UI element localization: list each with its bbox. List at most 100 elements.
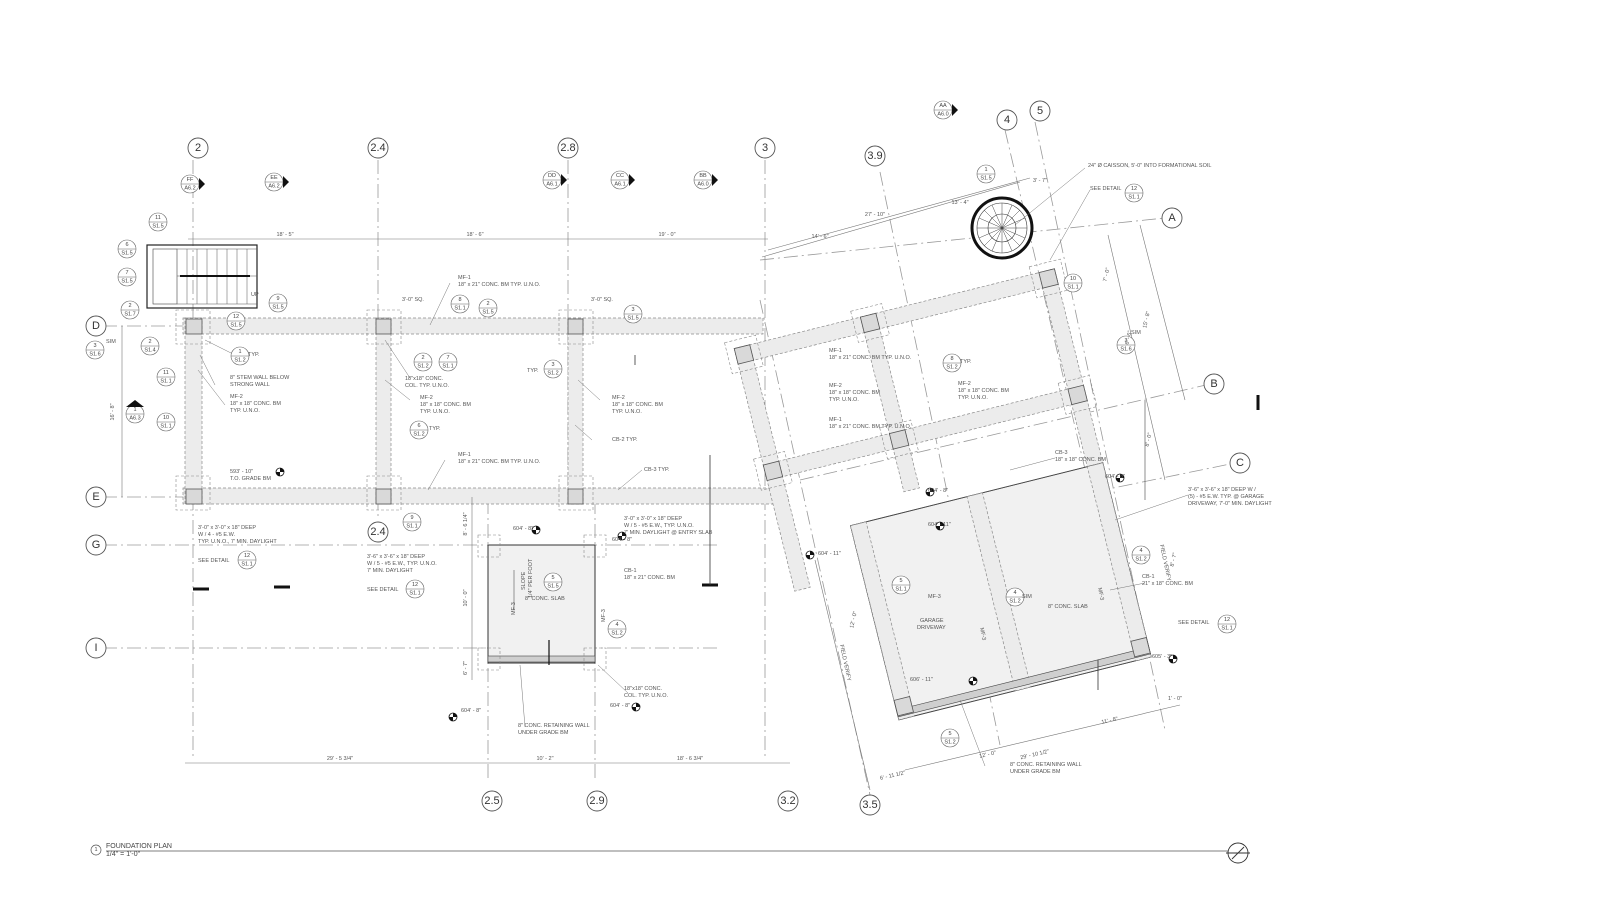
detail-tag[interactable]: 2S1.7 — [120, 300, 140, 320]
elevation-target-icon — [1115, 473, 1125, 483]
svg-text:I: I — [94, 642, 97, 654]
detail-tag[interactable]: 6S1.5 — [117, 239, 137, 259]
note-mf2-d: MF-2 — [829, 383, 842, 389]
detail-tag[interactable]: 7S1.5 — [117, 267, 137, 287]
svg-text:2: 2 — [195, 142, 201, 154]
detail-tag[interactable]: 6S1.2 — [409, 420, 429, 440]
note-col-2b: COL. TYP. U.N.O. — [624, 693, 669, 699]
detail-tag-number: 9 — [276, 296, 279, 302]
dim-right-3: 13' - 4" — [951, 200, 968, 206]
detail-tag[interactable]: 4S1.2 — [1005, 587, 1025, 607]
detail-tag[interactable]: 4S1.2 — [1131, 545, 1151, 565]
north-arrow-icon — [1226, 842, 1250, 864]
elev-label-2: 604' - 8" — [513, 526, 533, 532]
dim-rbottom-2: 29' - 10 1/2" — [1020, 749, 1050, 761]
title-scale: 1/4" = 1'-0" — [106, 851, 141, 858]
detail-tag[interactable]: 9S1.5 — [268, 293, 288, 313]
svg-text:A6.0: A6.0 — [697, 182, 708, 188]
detail-tag[interactable]: 3S1.6 — [1116, 335, 1136, 355]
note-slab-2: 8" CONC. SLAB — [1048, 604, 1088, 610]
note-see-detail-2: SEE DETAIL — [367, 587, 398, 593]
detail-tag[interactable]: 8S1.2 — [942, 353, 962, 373]
note-retaining-wall-2: 8" CONC. RETAINING WALL — [1010, 762, 1082, 768]
dim-rbottom-4: 6' - 11 1/2" — [880, 770, 907, 782]
grid-bubble-2: 2 — [187, 137, 209, 159]
detail-tag[interactable]: 3S1.6 — [85, 340, 105, 360]
detail-tag-sheet: S1.6 — [89, 352, 100, 358]
note-field-verify-2: FIELD VERIFY — [838, 644, 852, 682]
note-typ-2: TYP. — [429, 426, 441, 432]
note-mf3-d: MF-3 — [978, 627, 987, 641]
note-mf2-e: MF-2 — [958, 381, 971, 387]
dim-rside-3: 6' - 6" — [1125, 330, 1134, 345]
note-sim-2: SIM — [1131, 330, 1141, 336]
detail-tag-number: 1 — [984, 167, 987, 173]
grid-bubbles: 2 2.4 2.8 3 3.9 4 5 A B C D E G I 2.4 2.… — [85, 100, 1251, 816]
detail-tag[interactable]: 7S1.1 — [438, 352, 458, 372]
detail-tag-number: 12 — [233, 314, 239, 320]
detail-tag[interactable]: 2S1.5 — [478, 298, 498, 318]
dim-top-1: 18' - 5" — [276, 232, 293, 238]
detail-tag[interactable]: 1S1.5 — [976, 164, 996, 184]
caisson-symbol — [970, 196, 1034, 260]
detail-tag-number: 10 — [163, 415, 169, 421]
dim-rside-5: 8' - 7" — [1170, 552, 1179, 567]
grid-bubble-A: A — [1161, 207, 1183, 229]
detail-tag[interactable]: 5S1.1 — [891, 575, 911, 595]
detail-tag[interactable]: 5S1.5 — [543, 572, 563, 592]
elev-label-7: 604' - 11" — [928, 522, 951, 528]
detail-tag[interactable]: 4S1.2 — [607, 619, 627, 639]
note-mf2-c-spec: 18" x 18" CONC. BM — [612, 402, 663, 408]
detail-tag[interactable]: 8S1.1 — [450, 294, 470, 314]
dim-left-1: 16' - 8" — [110, 403, 116, 420]
note-caisson: 24" Ø CAISSON, 5'-0" INTO FORMATIONAL SO… — [1088, 163, 1211, 169]
detail-tag-sheet: S1.1 — [1067, 285, 1078, 291]
grid-bubble-4: 4 — [996, 109, 1018, 131]
note-mf3-b: MF-3 — [601, 609, 607, 622]
dim-right-1: 14' - 6" — [811, 234, 828, 240]
svg-text:B: B — [1210, 378, 1217, 390]
note-mf2-c-typ: TYP. U.N.O. — [612, 409, 642, 415]
detail-tag[interactable]: 2S1.4 — [140, 336, 160, 356]
dim-rleft-1: 12' - 0" — [849, 611, 859, 629]
detail-tag[interactable]: 5S1.2 — [940, 728, 960, 748]
svg-text:A: A — [1168, 212, 1176, 224]
detail-tag-number: 5 — [948, 731, 951, 737]
detail-tag[interactable]: 3S1.5 — [623, 304, 643, 324]
detail-tag-sheet: S1.5 — [121, 251, 132, 257]
svg-text:A6.1: A6.1 — [614, 182, 625, 188]
detail-tag[interactable]: 2S1.2 — [413, 352, 433, 372]
detail-tag[interactable]: 3S1.2 — [543, 359, 563, 379]
note-retaining-wall-2b: UNDER GRADE BM — [1010, 769, 1061, 775]
detail-tag-sheet: S1.1 — [406, 524, 417, 530]
section-marker-1[interactable]: 1A6.3 — [125, 400, 145, 424]
detail-tag-sheet: S1.4 — [144, 348, 155, 354]
detail-tag-sheet: S1.5 — [272, 305, 283, 311]
note-col-1: 18"x18" CONC. — [405, 376, 444, 382]
detail-tag[interactable]: 1S1.2 — [230, 346, 250, 366]
detail-tag-number: 3 — [93, 343, 96, 349]
grid-bubble-2-9: 2.9 — [586, 790, 608, 812]
detail-tag-number: 2 — [486, 301, 489, 307]
note-mf3-a: MF-3 — [511, 602, 517, 615]
detail-tag[interactable]: 9S1.1 — [402, 512, 422, 532]
dim-top-2: 18' - 6" — [466, 232, 483, 238]
title-name: FOUNDATION PLAN — [106, 843, 172, 850]
note-mf1-a: MF-1 — [458, 275, 471, 281]
